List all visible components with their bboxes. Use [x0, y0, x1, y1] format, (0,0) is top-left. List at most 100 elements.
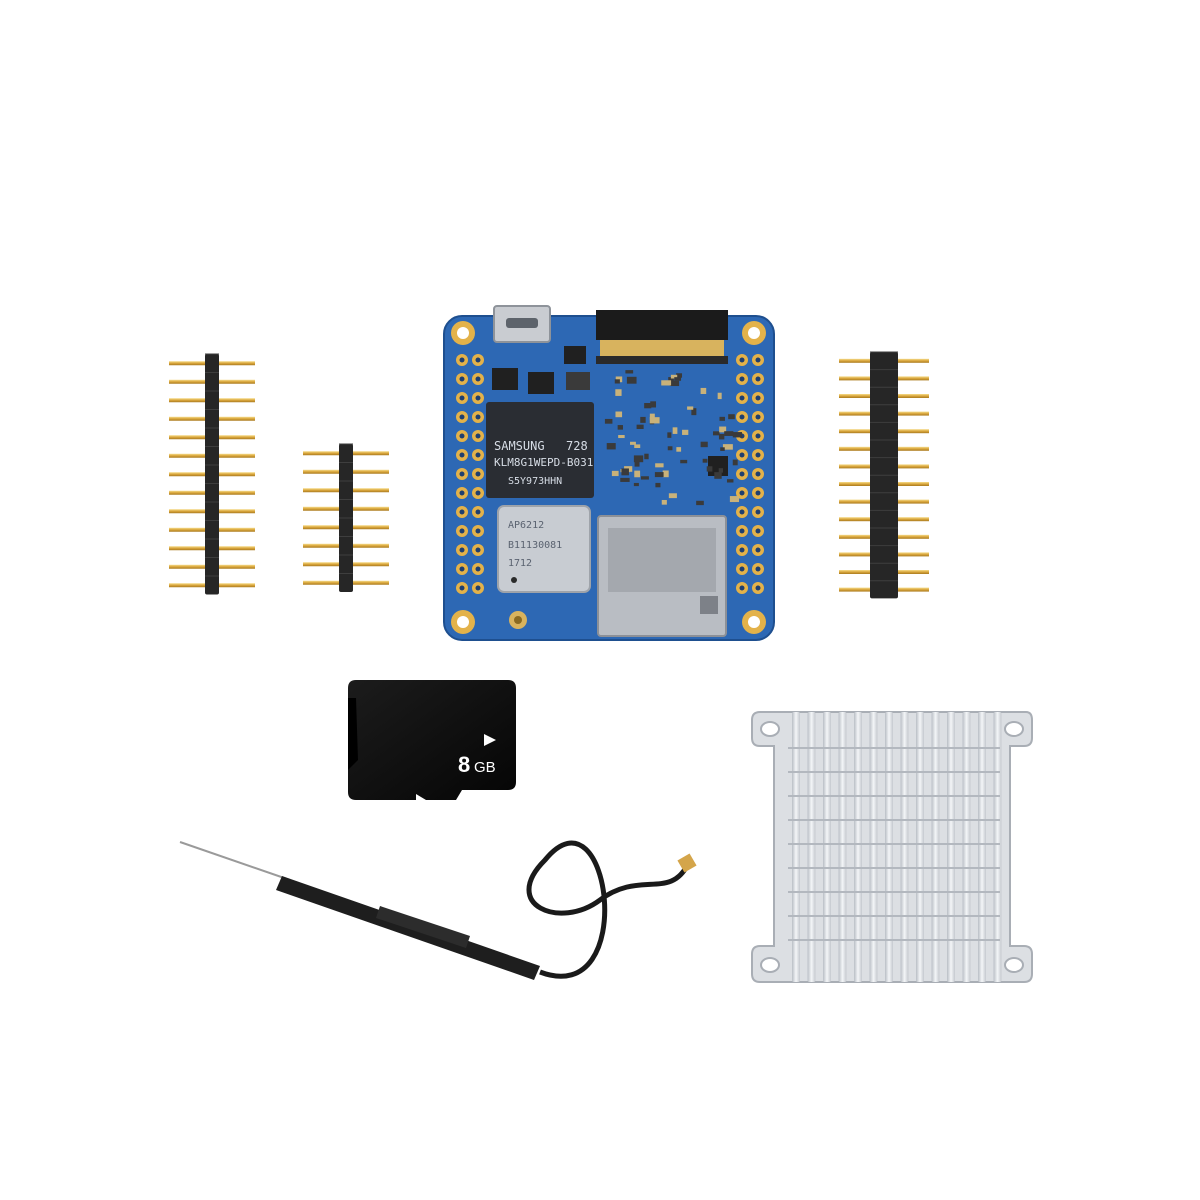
heatsink-fin	[916, 712, 924, 982]
gpio-pad-hole	[755, 414, 761, 420]
smd-part	[732, 432, 743, 438]
nanopi-board: SAMSUNG 728 KLM8G1WEPD-B031 S5Y973HHN AP…	[443, 305, 775, 641]
smd-part	[640, 476, 649, 480]
heatsink-fin	[807, 712, 816, 982]
smd-part	[606, 443, 616, 450]
smd-components	[604, 370, 743, 506]
smd-part	[634, 470, 641, 478]
smd-part	[718, 468, 724, 473]
smd-part	[729, 496, 740, 503]
gpio-pad-hole	[739, 414, 745, 420]
smd-part	[706, 466, 713, 472]
heatsink-fin	[869, 712, 878, 982]
header-body	[205, 354, 219, 595]
wifi-model-label: AP6212	[508, 520, 544, 531]
emmc-chip: SAMSUNG 728 KLM8G1WEPD-B031 S5Y973HHN	[486, 402, 594, 498]
gpio-pad-hole	[475, 414, 481, 420]
smd-part	[712, 431, 720, 436]
heatsink-fins	[788, 712, 1002, 982]
gpio-pad-hole	[739, 509, 745, 515]
heatsink-fin	[854, 712, 862, 982]
gpio-pad-hole	[475, 357, 481, 363]
emmc-brand-label: SAMSUNG	[494, 439, 545, 453]
gpio-pad-hole	[459, 509, 465, 515]
gpio-pad-hole	[739, 585, 745, 591]
small-ic	[528, 372, 554, 394]
card-arrow-icon	[484, 734, 496, 746]
smd-part	[630, 441, 636, 445]
gpio-pad-hole	[739, 376, 745, 382]
smd-part	[680, 459, 688, 464]
heatsink-fin	[947, 712, 955, 982]
smd-part	[634, 461, 640, 467]
smd-part	[719, 426, 727, 433]
smd-part	[669, 380, 680, 387]
smd-part	[617, 425, 623, 430]
smd-part	[662, 470, 669, 478]
smd-part	[668, 377, 674, 383]
wifi-antenna	[179, 840, 697, 980]
smd-part	[700, 441, 708, 448]
smd-part	[691, 408, 697, 416]
heatsink-fin	[900, 712, 909, 982]
gpio-pad-hole	[475, 471, 481, 477]
heatsink-fin	[823, 712, 831, 982]
gpio-pad-hole	[459, 433, 465, 439]
smd-part	[644, 453, 649, 460]
gpio-pad-hole	[475, 585, 481, 591]
gpio-pad-hole	[459, 566, 465, 572]
aluminium-heatsink	[751, 711, 1033, 983]
smd-part	[700, 387, 707, 394]
gpio-pad-hole	[755, 452, 761, 458]
gpio-pad-hole	[475, 566, 481, 572]
heatsink-fin	[792, 712, 800, 982]
smd-part	[718, 434, 725, 440]
smd-part	[611, 470, 619, 477]
gpio-pad-hole	[475, 547, 481, 553]
gpio-pad-hole	[459, 528, 465, 534]
gpio-pad-hole	[475, 395, 481, 401]
smd-part	[621, 468, 629, 476]
gpio-pad-hole	[475, 376, 481, 382]
smd-part	[719, 416, 725, 421]
gpio-pad-hole	[459, 471, 465, 477]
mounting-holes	[451, 321, 766, 634]
small-ic	[564, 346, 586, 364]
smd-part	[654, 472, 664, 478]
emmc-lot-label: S5Y973HHN	[508, 476, 562, 487]
fpc-connector	[596, 310, 728, 364]
smd-part	[682, 429, 689, 435]
smd-part	[649, 413, 655, 421]
ipex-antenna-connector	[509, 611, 527, 629]
smd-part	[672, 427, 678, 434]
ipex-plug	[677, 853, 697, 873]
smd-part	[615, 411, 623, 418]
small-ic	[566, 372, 590, 390]
smd-part	[626, 376, 637, 384]
smd-part	[615, 389, 622, 396]
gpio-pad-hole	[755, 490, 761, 496]
heatsink-fin	[838, 712, 847, 982]
smd-part	[687, 406, 694, 410]
gpio-pad-hole	[459, 414, 465, 420]
smd-part	[668, 493, 677, 499]
gpio-pad-hole	[459, 490, 465, 496]
gpio-pad-hole	[475, 509, 481, 515]
gpio-pad-hole	[739, 471, 745, 477]
smd-part	[604, 418, 613, 424]
gpio-pad-hole	[459, 357, 465, 363]
heatsink-fin	[993, 712, 1002, 982]
gpio-pad-hole	[739, 395, 745, 401]
gpio-pad-hole	[739, 566, 745, 572]
smd-part	[633, 455, 644, 463]
smd-part	[636, 424, 644, 429]
heatsink-fin	[885, 712, 893, 982]
gpio-pad-hole	[755, 566, 761, 572]
smd-part	[726, 479, 734, 483]
gpio-pad-hole	[739, 490, 745, 496]
gpio-pad-hole	[755, 528, 761, 534]
emmc-part-label: KLM8G1WEPD-B031	[494, 456, 593, 469]
smd-part	[674, 377, 682, 381]
smd-part	[696, 500, 704, 506]
